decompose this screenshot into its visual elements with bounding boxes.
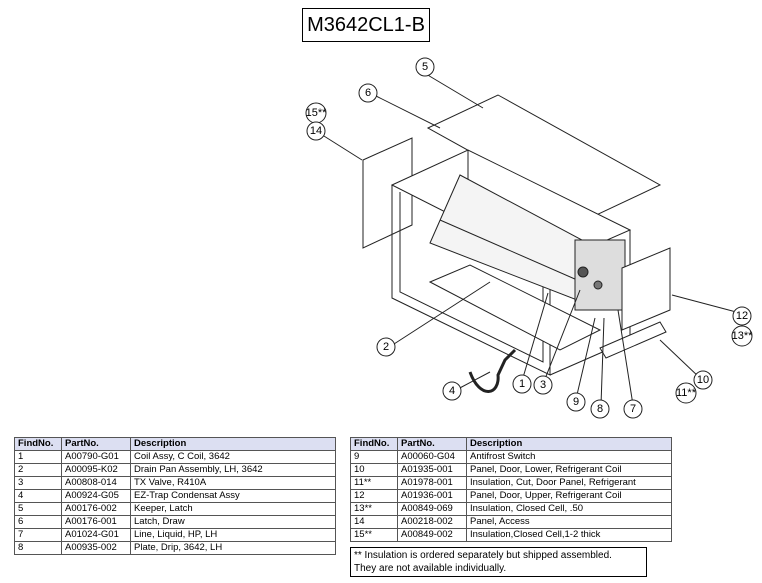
cell-findno: 13** (350, 502, 398, 516)
cell-partno: A00060-G04 (397, 450, 467, 464)
cell-findno: 12 (350, 489, 398, 503)
cell-findno: 4 (14, 489, 62, 503)
cell-findno: 15** (350, 528, 398, 542)
cell-partno: A00808-014 (61, 476, 131, 490)
cell-partno: A00176-001 (61, 515, 131, 529)
cell-description: Insulation, Cut, Door Panel, Refrigerant (466, 476, 672, 490)
callout-5: 5 (422, 61, 428, 73)
cell-partno: A00095-K02 (61, 463, 131, 477)
cell-description: Panel, Door, Lower, Refrigerant Coil (466, 463, 672, 477)
callout-7: 7 (630, 403, 636, 415)
cell-findno: 7 (14, 528, 62, 542)
callout-10: 10 (697, 374, 709, 386)
callout-9: 9 (573, 396, 579, 408)
callout-6: 6 (365, 87, 371, 99)
note-line-1: ** Insulation is ordered separately but … (354, 550, 612, 561)
cell-findno: 6 (14, 515, 62, 529)
cell-description: Drain Pan Assembly, LH, 3642 (130, 463, 336, 477)
cell-partno: A00849-002 (397, 528, 467, 542)
ez-trap (468, 348, 517, 393)
callout-13: 13** (732, 330, 754, 342)
cell-partno: A00924-G05 (61, 489, 131, 503)
cell-description: Latch, Draw (130, 515, 336, 529)
cell-findno: 8 (14, 541, 62, 555)
callout-12: 12 (736, 310, 748, 322)
note-line-2: They are not available individually. (354, 563, 507, 574)
callout-2: 2 (383, 341, 389, 353)
cell-partno: A00218-002 (397, 515, 467, 529)
door-panel-lower (599, 321, 667, 359)
header-partno: PartNo. (397, 437, 467, 451)
cell-description: Panel, Access (466, 515, 672, 529)
cell-partno: A01936-001 (397, 489, 467, 503)
cell-partno: A01024-G01 (61, 528, 131, 542)
header-description: Description (130, 437, 336, 451)
cell-findno: 2 (14, 463, 62, 477)
cell-partno: A01935-001 (397, 463, 467, 477)
header-description: Description (466, 437, 672, 451)
callout-14: 14 (310, 125, 322, 137)
cell-description: Insulation, Closed Cell, .50 (466, 502, 672, 516)
exploded-parts-diagram: 5 6 15** 14 2 4 1 3 9 8 7 10 11** 12 13*… (305, 57, 754, 419)
cell-description: EZ-Trap Condensat Assy (130, 489, 336, 503)
cell-partno: A00849-069 (397, 502, 467, 516)
cell-findno: 11** (350, 476, 398, 490)
cell-findno: 3 (14, 476, 62, 490)
cell-description: Coil Assy, C Coil, 3642 (130, 450, 336, 464)
cell-partno: A00790-G01 (61, 450, 131, 464)
access-panel (362, 137, 413, 249)
cell-partno: A00176-002 (61, 502, 131, 516)
callout-4: 4 (449, 385, 455, 397)
cell-description: Panel, Door, Upper, Refrigerant Coil (466, 489, 672, 503)
cell-description: Plate, Drip, 3642, LH (130, 541, 336, 555)
cell-description: Line, Liquid, HP, LH (130, 528, 336, 542)
cell-findno: 1 (14, 450, 62, 464)
insulation-note: ** Insulation is ordered separately but … (350, 547, 647, 577)
cell-findno: 9 (350, 450, 398, 464)
cell-description: Keeper, Latch (130, 502, 336, 516)
header-findno: FindNo. (350, 437, 398, 451)
door-panel-upper (621, 247, 671, 331)
callout-3: 3 (540, 379, 546, 391)
header-partno: PartNo. (61, 437, 131, 451)
cell-findno: 10 (350, 463, 398, 477)
callout-8: 8 (597, 403, 603, 415)
cell-description: Insulation,Closed Cell,1-2 thick (466, 528, 672, 542)
cell-description: Antifrost Switch (466, 450, 672, 464)
callout-1: 1 (519, 378, 525, 390)
callout-15: 15** (306, 107, 328, 119)
cell-partno: A00935-002 (61, 541, 131, 555)
diagram-title: M3642CL1-B (302, 8, 430, 42)
cell-findno: 5 (14, 502, 62, 516)
drain-pan (428, 264, 602, 351)
cell-findno: 14 (350, 515, 398, 529)
callout-11: 11** (676, 387, 697, 399)
header-findno: FindNo. (14, 437, 62, 451)
cell-partno: A01978-001 (397, 476, 467, 490)
cell-description: TX Valve, R410A (130, 476, 336, 490)
